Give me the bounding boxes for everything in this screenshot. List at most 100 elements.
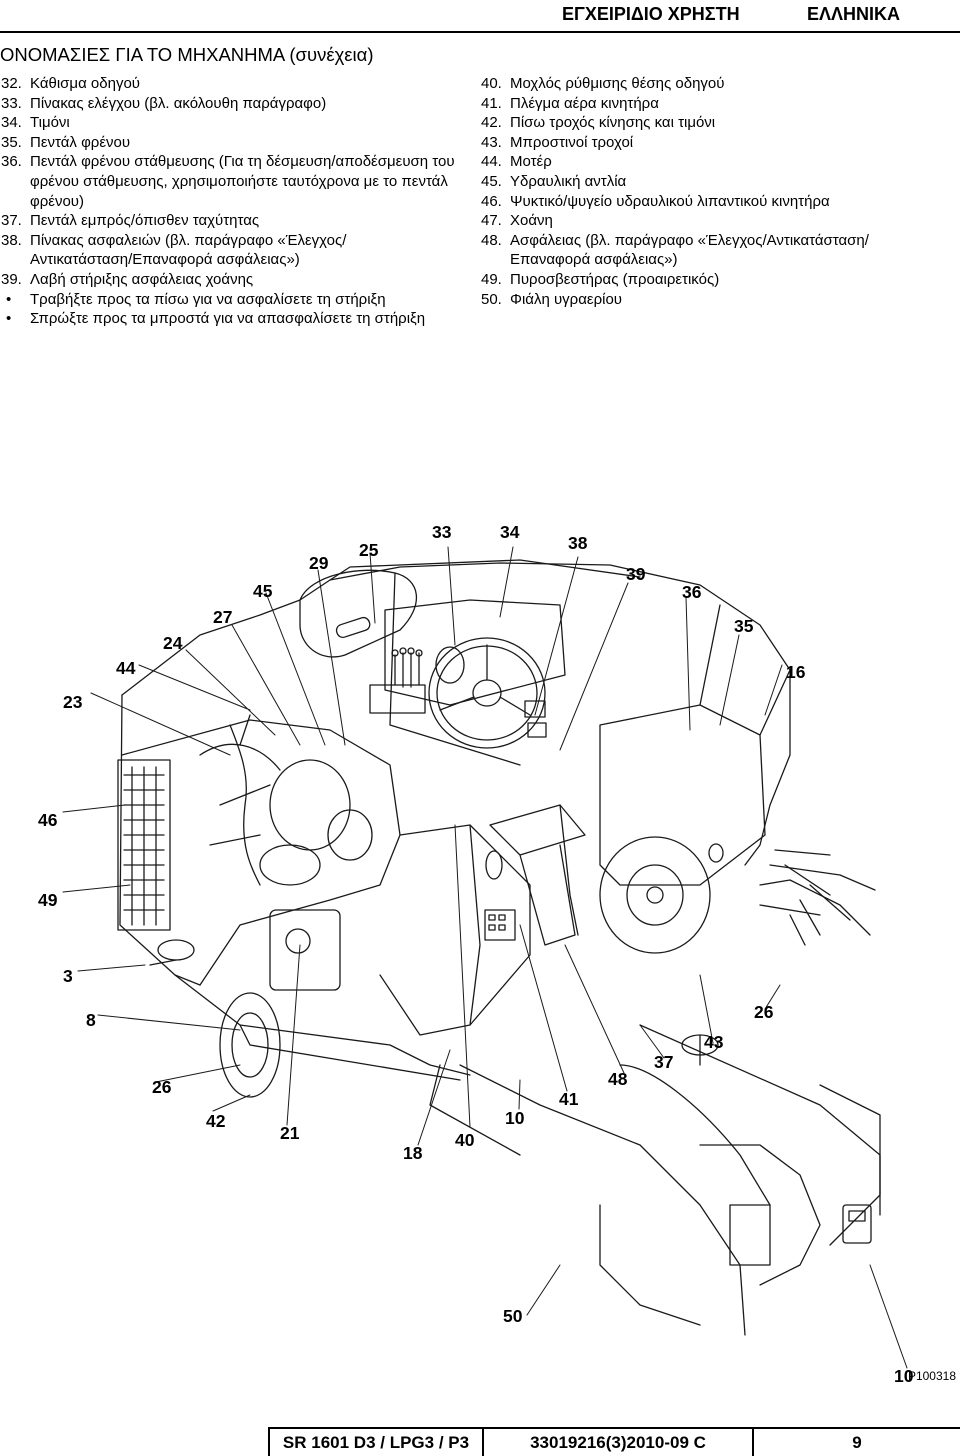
item-number: 34. (1, 114, 22, 132)
leader-lines (62, 546, 908, 1369)
legend-item: 43. Μπροστινοί τροχοί (481, 133, 951, 153)
item-text: Πίσω τροχός κίνησης και τιμόνι (510, 114, 716, 132)
front-wheel (599, 836, 711, 954)
callout-label: 45 (253, 581, 273, 601)
item-text: Μοχλός ρύθμισης θέσης οδηγού (510, 75, 725, 92)
item-number: 42. (481, 114, 502, 132)
item-text: Λαβή στήριξης ασφάλειας χοάνης (30, 270, 254, 288)
item-text: Πεντάλ φρένου στάθμευσης (Για τη δέσμευσ… (30, 153, 455, 210)
callout-label: 40 (455, 1130, 475, 1150)
item-text: Μπροστινοί τροχοί (510, 133, 634, 151)
callout-label: 23 (63, 692, 83, 712)
radiator-grille (117, 759, 171, 931)
bullet-item: • Σπρώξτε προς τα μπροστά για να απασφαλί… (1, 309, 471, 329)
callout-label: 35 (734, 616, 754, 636)
item-text: Τιμόνι (30, 114, 70, 132)
item-number: 41. (481, 94, 502, 112)
item-number: 47. (481, 212, 502, 230)
callout-label: 42 (206, 1111, 226, 1131)
item-text: Πίνακας ασφαλειών (βλ. παράγραφο «Έλεγχο… (30, 231, 347, 269)
legend-item: 38. Πίνακας ασφαλειών (βλ. παράγραφο «Έλε… (1, 231, 471, 270)
item-number: 50. (481, 290, 502, 308)
bullet-text: Τραβήξτε προς τα πίσω για να ασφαλίσετε … (30, 290, 386, 308)
footer-doc-code: 33019216(3)2010-09 C (482, 1429, 752, 1456)
legend-item: 47.Χοάνη (481, 211, 951, 231)
legend-item: 36.Πεντάλ φρένου στάθμευσης (Για τη δέσμ… (1, 152, 471, 211)
item-number: 39. (1, 270, 22, 288)
legend-item: 50. Φιάλη υγραερίου (481, 290, 951, 310)
legend-item: 48. Ασφάλειας (βλ. παράγραφο «Έλεγχος/Αντ… (481, 231, 951, 270)
item-text: Πυροσβεστήρας (προαιρετικός) (510, 270, 720, 288)
item-number: 38. (1, 231, 22, 249)
item-text: Κάθισμα οδηγού (30, 75, 140, 92)
page-footer: SR 1601 D3 / LPG3 / P3 33019216(3)2010-0… (268, 1427, 960, 1456)
callout-label: 10 (505, 1108, 525, 1128)
item-number: 37. (1, 212, 22, 230)
callout-label: 26 (152, 1077, 172, 1097)
item-number: 35. (1, 133, 22, 151)
legend-item: 49. Πυροσβεστήρας (προαιρετικός) (481, 270, 951, 290)
seat-handle (335, 616, 371, 639)
callout-label: 27 (213, 607, 232, 627)
callout-label: 38 (568, 533, 588, 553)
callout-label: 41 (559, 1089, 579, 1109)
item-text: Ασφάλειας (βλ. παράγραφο «Έλεγχος/Αντικα… (510, 231, 869, 269)
item-number: 44. (481, 153, 502, 171)
item-text: Υδραυλική αντλία (510, 172, 627, 190)
item-number: 48. (481, 231, 502, 249)
item-number: 33. (1, 94, 22, 112)
legend-list-right: 40. Μοχλός ρύθμισης θέσης οδηγού 41. Πλέγμ… (481, 74, 951, 309)
callout-label: 46 (38, 810, 58, 830)
steering-wheel (428, 637, 546, 749)
callout-label: 49 (38, 890, 58, 910)
body-outline (121, 562, 791, 866)
callout-label: 48 (608, 1069, 628, 1089)
legend-item: 35.Πεντάλ φρένου (1, 133, 471, 153)
callout-label: 26 (754, 1002, 774, 1022)
legend-item: 40. Μοχλός ρύθμισης θέσης οδηγού (481, 74, 951, 94)
callout-label: 18 (403, 1143, 423, 1163)
callout-label: 44 (116, 658, 136, 678)
manual-title: ΕΓΧΕΙΡΙΔΙΟ ΧΡΗΣΤΗ (562, 4, 740, 24)
legend-item: 34. Τιμόνι (1, 113, 471, 133)
callout-label: 3 (63, 966, 73, 986)
callout-label: 43 (704, 1032, 724, 1052)
language-label: ΕΛΛΗΝΙΚΑ (807, 4, 901, 24)
legend-item: 41. Πλέγμα αέρα κινητήρα (481, 94, 951, 114)
machine-diagram: 33 34 38 25 29 39 36 45 27 35 24 44 16 2… (0, 505, 960, 1390)
legend-item: 33. Πίνακας ελέγχου (βλ. ακόλουθη παράγρα… (1, 94, 471, 114)
footer-model: SR 1601 D3 / LPG3 / P3 (268, 1429, 482, 1456)
callout-label: 16 (786, 662, 806, 682)
bullet-text: Σπρώξτε προς τα μπροστά για να απασφαλίσ… (30, 310, 426, 328)
item-text: Πλέγμα αέρα κινητήρα (510, 94, 659, 112)
item-number: 43. (481, 133, 502, 151)
callout-label: 10 (894, 1366, 914, 1386)
item-number: 49. (481, 270, 502, 288)
item-number: 40. (481, 75, 502, 92)
legend-item: 42. Πίσω τροχός κίνησης και τιμόνι (481, 113, 951, 133)
callout-label: 21 (280, 1123, 300, 1143)
side-panel (379, 824, 531, 1036)
legend-item: 45. Υδραυλική αντλία (481, 172, 951, 192)
bullet-dot: • (6, 290, 12, 308)
cylinder-door (269, 909, 341, 991)
legend-item: 32.Κάθισμα οδηγού (1, 74, 471, 94)
legend-item: 44.Μοτέρ (481, 152, 951, 172)
figure-reference: P100318 (907, 1369, 956, 1383)
item-number: 45. (481, 172, 502, 190)
bullet-dot: • (6, 310, 12, 328)
hopper-body (599, 704, 766, 886)
callout-label: 34 (500, 522, 520, 542)
page-number: 9 (752, 1429, 960, 1456)
legend-item: 37.Πεντάλ εμπρός/όπισθεν ταχύτητας (1, 211, 471, 231)
legend-item: 46.Ψυκτικό/ψυγείο υδραυλικού λιπαντικού … (481, 192, 951, 212)
item-text: Πίνακας ελέγχου (βλ. ακόλουθη παράγραφο) (30, 94, 327, 112)
side-broom (759, 849, 876, 936)
callout-label: 36 (682, 582, 702, 602)
callout-label: 39 (626, 564, 646, 584)
item-text: Φιάλη υγραερίου (510, 290, 622, 308)
callout-label: 8 (86, 1010, 96, 1030)
dashboard-panel (384, 599, 566, 706)
bullet-item: • Τραβήξτε προς τα πίσω για να ασφαλίσετε… (1, 290, 471, 310)
seat-outline (299, 569, 417, 658)
